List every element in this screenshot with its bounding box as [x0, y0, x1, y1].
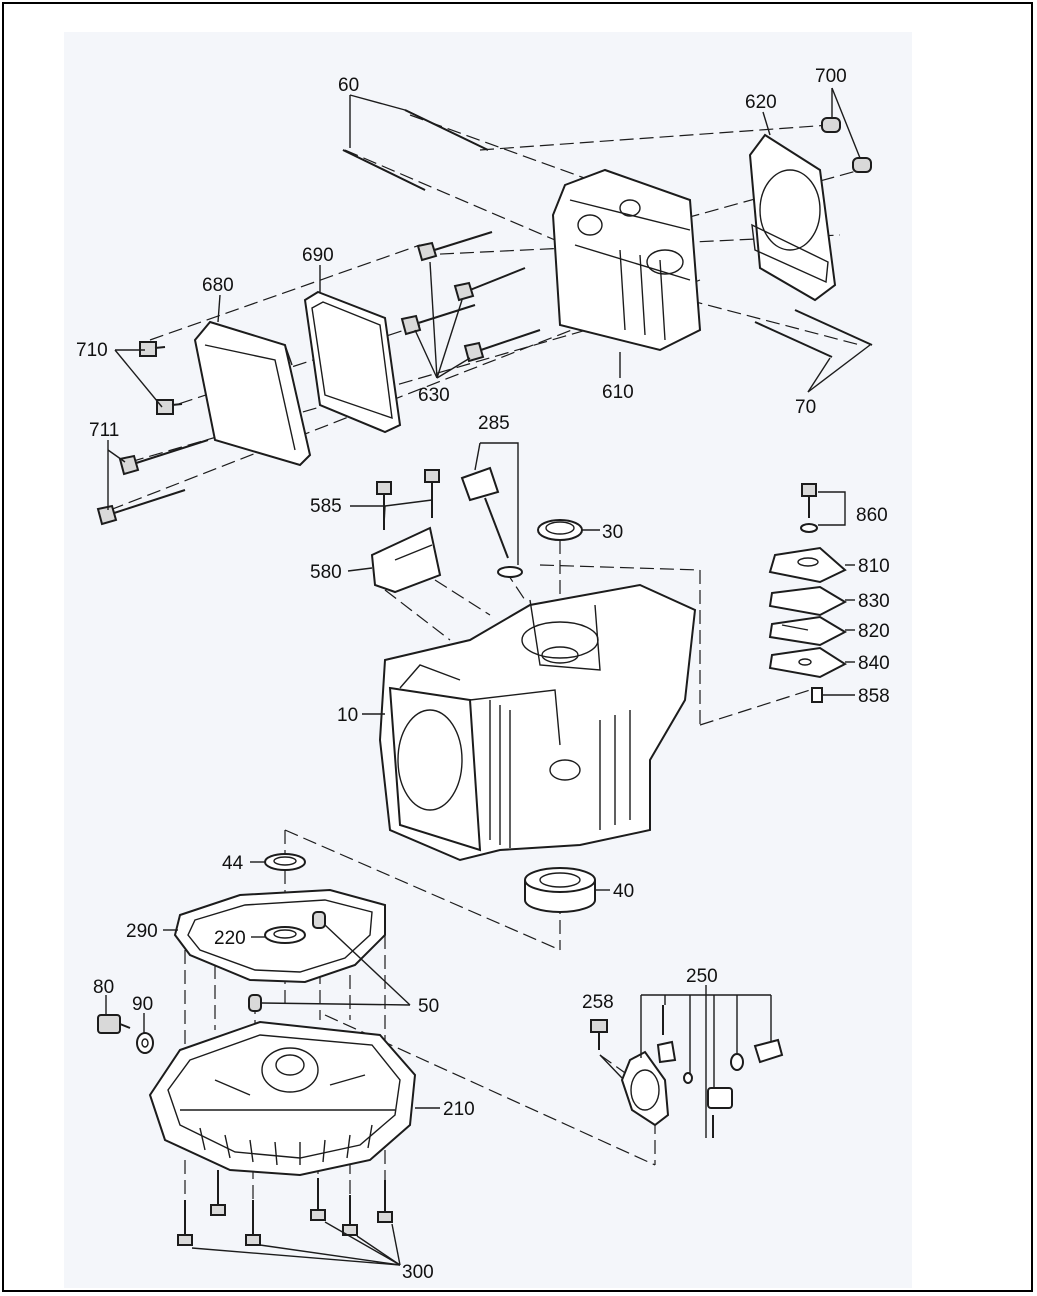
- callout-610: 610: [602, 382, 634, 403]
- callout-44: 44: [222, 853, 244, 874]
- leader-lines: [105, 87, 871, 1266]
- screw-710-a: [139, 341, 166, 357]
- valve-cover-680: [193, 320, 312, 467]
- cover-bolt-300-d: [310, 1178, 326, 1221]
- callout-858: 858: [858, 686, 890, 707]
- callout-680: 680: [202, 275, 234, 296]
- callout-830: 830: [858, 591, 890, 612]
- callout-70: 70: [795, 397, 816, 418]
- callout-710: 710: [76, 340, 108, 361]
- callout-690: 690: [302, 245, 334, 266]
- stud-60-lower: [342, 149, 426, 191]
- head-gasket-620: [748, 133, 837, 302]
- callout-210: 210: [443, 1099, 475, 1120]
- callout-620: 620: [745, 92, 777, 113]
- callout-840: 840: [858, 653, 890, 674]
- cylinder-head-610: [551, 168, 702, 352]
- cover-bolt-300-a: [177, 1200, 193, 1246]
- callout-labels: 60 620 700 690 680 710 630 610 70 711 28…: [76, 66, 890, 1283]
- dowel-pin-50-b: [248, 994, 262, 1012]
- callout-90: 90: [132, 994, 153, 1015]
- screw-860: [800, 483, 818, 533]
- callout-300: 300: [402, 1262, 434, 1283]
- drain-plug-80: [97, 1014, 131, 1034]
- dowel-pin-700-b: [852, 157, 872, 173]
- callout-290: 290: [126, 921, 158, 942]
- callout-810: 810: [858, 556, 890, 577]
- bracket-580: [370, 526, 442, 594]
- stud-60-upper: [404, 109, 489, 151]
- callout-220: 220: [214, 928, 246, 949]
- head-bolt-630-d: [463, 329, 541, 363]
- callout-580: 580: [310, 562, 342, 583]
- callout-10: 10: [337, 705, 358, 726]
- breather-reed-820: [768, 615, 848, 647]
- stud-70-upper: [794, 309, 873, 346]
- dowel-pin-50-a: [312, 911, 326, 929]
- oil-seal-44: [264, 853, 306, 871]
- dowel-pin-700-a: [821, 117, 841, 133]
- breather-cover-810: [768, 546, 847, 584]
- cover-bolt-300-c: [245, 1200, 261, 1246]
- screw-710-b: [156, 399, 183, 415]
- callout-585: 585: [310, 496, 342, 517]
- callout-700: 700: [815, 66, 847, 87]
- callout-630: 630: [418, 385, 450, 406]
- crankcase-cover-210: [148, 1020, 417, 1177]
- stud-70-lower: [754, 321, 833, 358]
- crankcase-10: [378, 583, 697, 862]
- callout-285: 285: [478, 413, 510, 434]
- callout-80: 80: [93, 977, 114, 998]
- bolt-711-lower: [96, 489, 186, 526]
- head-bolt-630-c: [400, 304, 476, 336]
- cover-bolt-300-f: [377, 1180, 393, 1223]
- valve-cover-gasket-690: [303, 290, 402, 434]
- callout-820: 820: [858, 621, 890, 642]
- breather-gasket-830: [768, 585, 848, 617]
- oil-seal-220: [264, 926, 306, 944]
- cover-bolt-300-e: [342, 1195, 358, 1236]
- callout-40: 40: [613, 881, 634, 902]
- head-bolt-630-b: [453, 267, 526, 302]
- bearing-40: [524, 867, 596, 913]
- governor-assembly-250: [620, 1005, 784, 1138]
- oil-seal-30: [537, 519, 583, 541]
- drain-tube-858: [811, 687, 823, 703]
- callout-258: 258: [582, 992, 614, 1013]
- breather-gasket-840: [768, 646, 847, 679]
- bolt-258: [590, 1019, 608, 1050]
- head-bolt-630-a: [416, 231, 493, 262]
- bolt-711-upper: [118, 439, 209, 476]
- dipstick-285: [460, 466, 523, 578]
- callout-60: 60: [338, 75, 359, 96]
- cover-bolt-300-b: [210, 1170, 226, 1216]
- callout-860: 860: [856, 505, 888, 526]
- callout-50: 50: [418, 996, 439, 1017]
- washer-90: [136, 1032, 154, 1054]
- callout-250: 250: [686, 966, 718, 987]
- callout-30: 30: [602, 522, 623, 543]
- callout-711: 711: [89, 420, 119, 441]
- bolt-585-b: [424, 469, 440, 518]
